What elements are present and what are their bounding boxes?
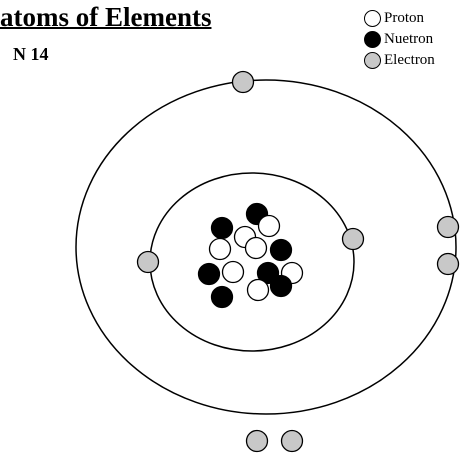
legend-label-electron: Electron	[384, 52, 435, 68]
electron	[341, 227, 365, 251]
electron	[231, 70, 255, 94]
legend-item-neutron: Nuetron	[364, 29, 435, 50]
proton	[246, 278, 270, 302]
electron	[280, 429, 304, 453]
neutron	[197, 262, 221, 286]
proton	[257, 214, 281, 238]
legend-item-electron: Electron	[364, 50, 435, 71]
electrons	[136, 70, 460, 453]
inner-shell-orbit	[149, 172, 355, 352]
proton	[244, 236, 268, 260]
proton-swatch	[364, 10, 381, 27]
outer-shell-orbit	[75, 79, 457, 415]
neutron	[269, 238, 293, 262]
legend-label-neutron: Nuetron	[384, 31, 434, 47]
page-title: atoms of Elements	[0, 2, 212, 32]
electron	[245, 429, 269, 453]
neutron	[210, 216, 234, 240]
legend-item-proton: Proton	[364, 8, 435, 29]
electron	[136, 250, 160, 274]
proton	[221, 260, 245, 284]
proton	[208, 237, 232, 261]
nucleus	[197, 202, 304, 309]
legend: Proton Nuetron Electron	[364, 8, 435, 71]
electron	[436, 252, 460, 276]
electron	[436, 215, 460, 239]
neutron-swatch	[364, 31, 381, 48]
element-label: N 14	[13, 44, 49, 64]
legend-label-proton: Proton	[384, 10, 425, 26]
neutron	[269, 274, 293, 298]
electron-swatch	[364, 52, 381, 69]
neutron	[210, 285, 234, 309]
